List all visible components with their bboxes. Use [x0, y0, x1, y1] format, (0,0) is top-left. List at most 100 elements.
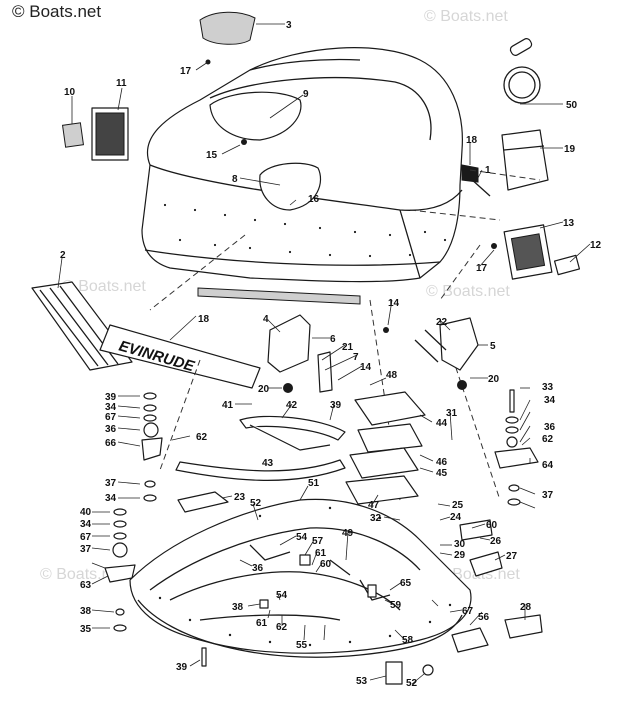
plate-44 [357, 423, 423, 453]
callout-label: 1 [485, 165, 491, 176]
callout-label: 34 [105, 402, 117, 413]
callout-label: 49 [342, 528, 354, 539]
callout-label: 65 [400, 578, 412, 589]
callout-label: 8 [232, 174, 238, 185]
evinrude-decal [99, 324, 261, 389]
stripe-decal [31, 281, 133, 371]
watermark-faint: © Boats.net [424, 8, 508, 25]
callout-label: 4 [263, 314, 269, 325]
callout-label: 20 [488, 374, 500, 385]
watermark-faint: © Boats.net [426, 283, 510, 300]
callout-label: 3 [286, 20, 292, 31]
callout-label: 61 [315, 548, 327, 559]
callout-label: 38 [232, 602, 244, 613]
callout-label: 20 [258, 384, 270, 395]
callout-label: 44 [436, 418, 448, 429]
callout-label: 21 [342, 342, 354, 353]
callout-label: 61 [256, 618, 268, 629]
callout-label: 55 [296, 640, 308, 651]
callout-label: 39 [330, 400, 342, 411]
callout-label: 7 [353, 352, 359, 363]
callout-label: 50 [566, 100, 578, 111]
seal-42 [175, 459, 346, 481]
plate-45 [349, 447, 419, 479]
seal-41 [239, 415, 346, 441]
callout-label: 9 [303, 89, 309, 100]
bracket-52 [385, 661, 403, 685]
callout-label: 6 [330, 334, 336, 345]
callout-label: 52 [406, 678, 418, 689]
callout-label: 15 [206, 150, 218, 161]
callout-label: 37 [542, 490, 554, 501]
callout-label: 53 [356, 676, 368, 687]
callout-label: 47 [368, 500, 380, 511]
callout-label: 27 [506, 551, 518, 562]
fasteners [205, 59, 497, 393]
callout-label: 2 [60, 250, 66, 261]
hood-rivets [163, 203, 447, 258]
callout-label: 52 [250, 498, 262, 509]
callout-label: 18 [466, 135, 478, 146]
callout-label: 41 [222, 400, 234, 411]
callout-label: 29 [454, 550, 466, 561]
callout-label: 23 [234, 492, 246, 503]
callout-label: 63 [80, 580, 92, 591]
callout-label: 14 [388, 298, 400, 309]
right-hardware [451, 389, 543, 653]
callout-label: 62 [196, 432, 208, 443]
callout-label: 16 [308, 194, 320, 205]
callout-label: 19 [564, 144, 576, 155]
callout-label: 36 [544, 422, 556, 433]
lower-pan [129, 498, 472, 658]
callout-label: 67 [80, 532, 92, 543]
motor-cover [141, 47, 491, 283]
hood-cap [199, 11, 256, 45]
callout-label: 5 [490, 341, 496, 352]
callout-label: 35 [80, 624, 92, 635]
callout-label: 36 [252, 563, 264, 574]
callout-label: 51 [308, 478, 320, 489]
callout-label: 17 [476, 263, 488, 274]
bracket-5 [439, 317, 479, 371]
bracket-6 [267, 314, 311, 373]
callout-label: 54 [276, 590, 288, 601]
left-hardware [104, 392, 207, 667]
watermark-main: © Boats.net [12, 2, 102, 21]
pan-dots [158, 506, 452, 647]
callout-label: 39 [176, 662, 188, 673]
watermark-faint: © Boats.net [62, 278, 146, 295]
callout-label: 66 [105, 438, 117, 449]
callout-label: 31 [446, 408, 458, 419]
callout-label: 34 [105, 493, 117, 504]
callout-label: 64 [542, 460, 554, 471]
callout-label: 60 [486, 520, 498, 531]
seal-strip [197, 287, 361, 305]
callout-label: 56 [478, 612, 490, 623]
callout-label: 11 [116, 78, 127, 89]
callout-label: 10 [64, 87, 76, 98]
callout-label: 62 [276, 622, 288, 633]
callout-label: 60 [320, 559, 332, 570]
plate-43 [354, 391, 426, 426]
callout-label: 12 [590, 240, 602, 251]
callout-label: 67 [105, 412, 117, 423]
callout-label: 37 [80, 544, 92, 555]
callout-label: 62 [542, 434, 554, 445]
callout-label: 43 [262, 458, 274, 469]
callout-label: 42 [286, 400, 298, 411]
callout-label: 32 [370, 513, 382, 524]
callout-label: 37 [105, 478, 117, 489]
callout-label: 14 [360, 362, 372, 373]
callout-label: 25 [452, 500, 464, 511]
plate-46 [345, 475, 419, 505]
callout-label: 67 [462, 606, 474, 617]
callout-label: 48 [386, 370, 398, 381]
callout-label: 45 [436, 468, 448, 479]
label-plate [61, 122, 85, 148]
callout-label: 46 [436, 457, 448, 468]
callout-label: 39 [105, 392, 117, 403]
callout-label: 54 [296, 532, 308, 543]
callout-label: 17 [180, 66, 192, 77]
